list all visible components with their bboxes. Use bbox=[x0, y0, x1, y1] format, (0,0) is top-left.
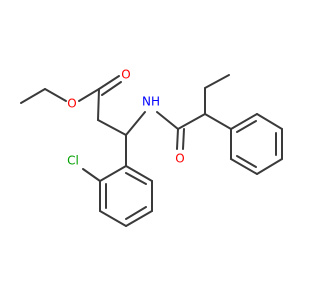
bond-ester-carbonyl-1 bbox=[98, 75, 120, 90]
oxygen-label-ester: O bbox=[67, 97, 76, 111]
oxygen-label-amide: O bbox=[175, 152, 184, 166]
bond-amide-carbonyl-2 bbox=[182, 128, 185, 150]
bond-ch-n bbox=[125, 111, 146, 136]
chlorophenyl-bond-6 bbox=[125, 165, 153, 182]
chlorine-label: Cl bbox=[67, 154, 79, 168]
phenyl-right-double-1 bbox=[236, 120, 257, 133]
chlorophenyl-bond-1 bbox=[99, 165, 127, 182]
bond-ch2-ch bbox=[97, 119, 127, 136]
bond-ring-cl bbox=[82, 168, 101, 182]
bond-ethyl-ch2-ch3 bbox=[204, 74, 230, 89]
chlorophenyl-bond-3 bbox=[99, 210, 127, 227]
molecule-diagram: O O NH O Cl bbox=[20, 68, 283, 227]
phenyl-right-bond-5 bbox=[230, 158, 258, 175]
bond-alpha-phenyl bbox=[204, 113, 232, 130]
bond-ethyl-ch2-o bbox=[44, 88, 67, 102]
oxygen-label-carbonyl-ester: O bbox=[121, 68, 130, 82]
nitrogen-label-amide: NH bbox=[142, 95, 160, 109]
phenyl-right-bond-2 bbox=[256, 113, 283, 130]
chlorophenyl-double-2 bbox=[125, 206, 147, 220]
bond-n-amide-c bbox=[156, 111, 179, 130]
structure-canvas: O O NH O Cl bbox=[20, 67, 283, 227]
phenyl-right-bond-4 bbox=[256, 158, 283, 175]
bond-ester-carbonyl-2 bbox=[101, 81, 122, 96]
bond-ethyl-ch3-ch2 bbox=[20, 88, 46, 104]
bond-ester-c-ch2 bbox=[97, 88, 100, 121]
bond-amide-c-alpha bbox=[177, 113, 206, 130]
chlorophenyl-double-3 bbox=[125, 172, 147, 185]
bond-amide-carbonyl-1 bbox=[176, 128, 179, 150]
phenyl-right-bond-1 bbox=[230, 113, 258, 130]
bond-o-ester-c bbox=[78, 88, 100, 102]
chlorophenyl-bond-4 bbox=[125, 210, 153, 227]
phenyl-right-double-3 bbox=[236, 155, 257, 168]
